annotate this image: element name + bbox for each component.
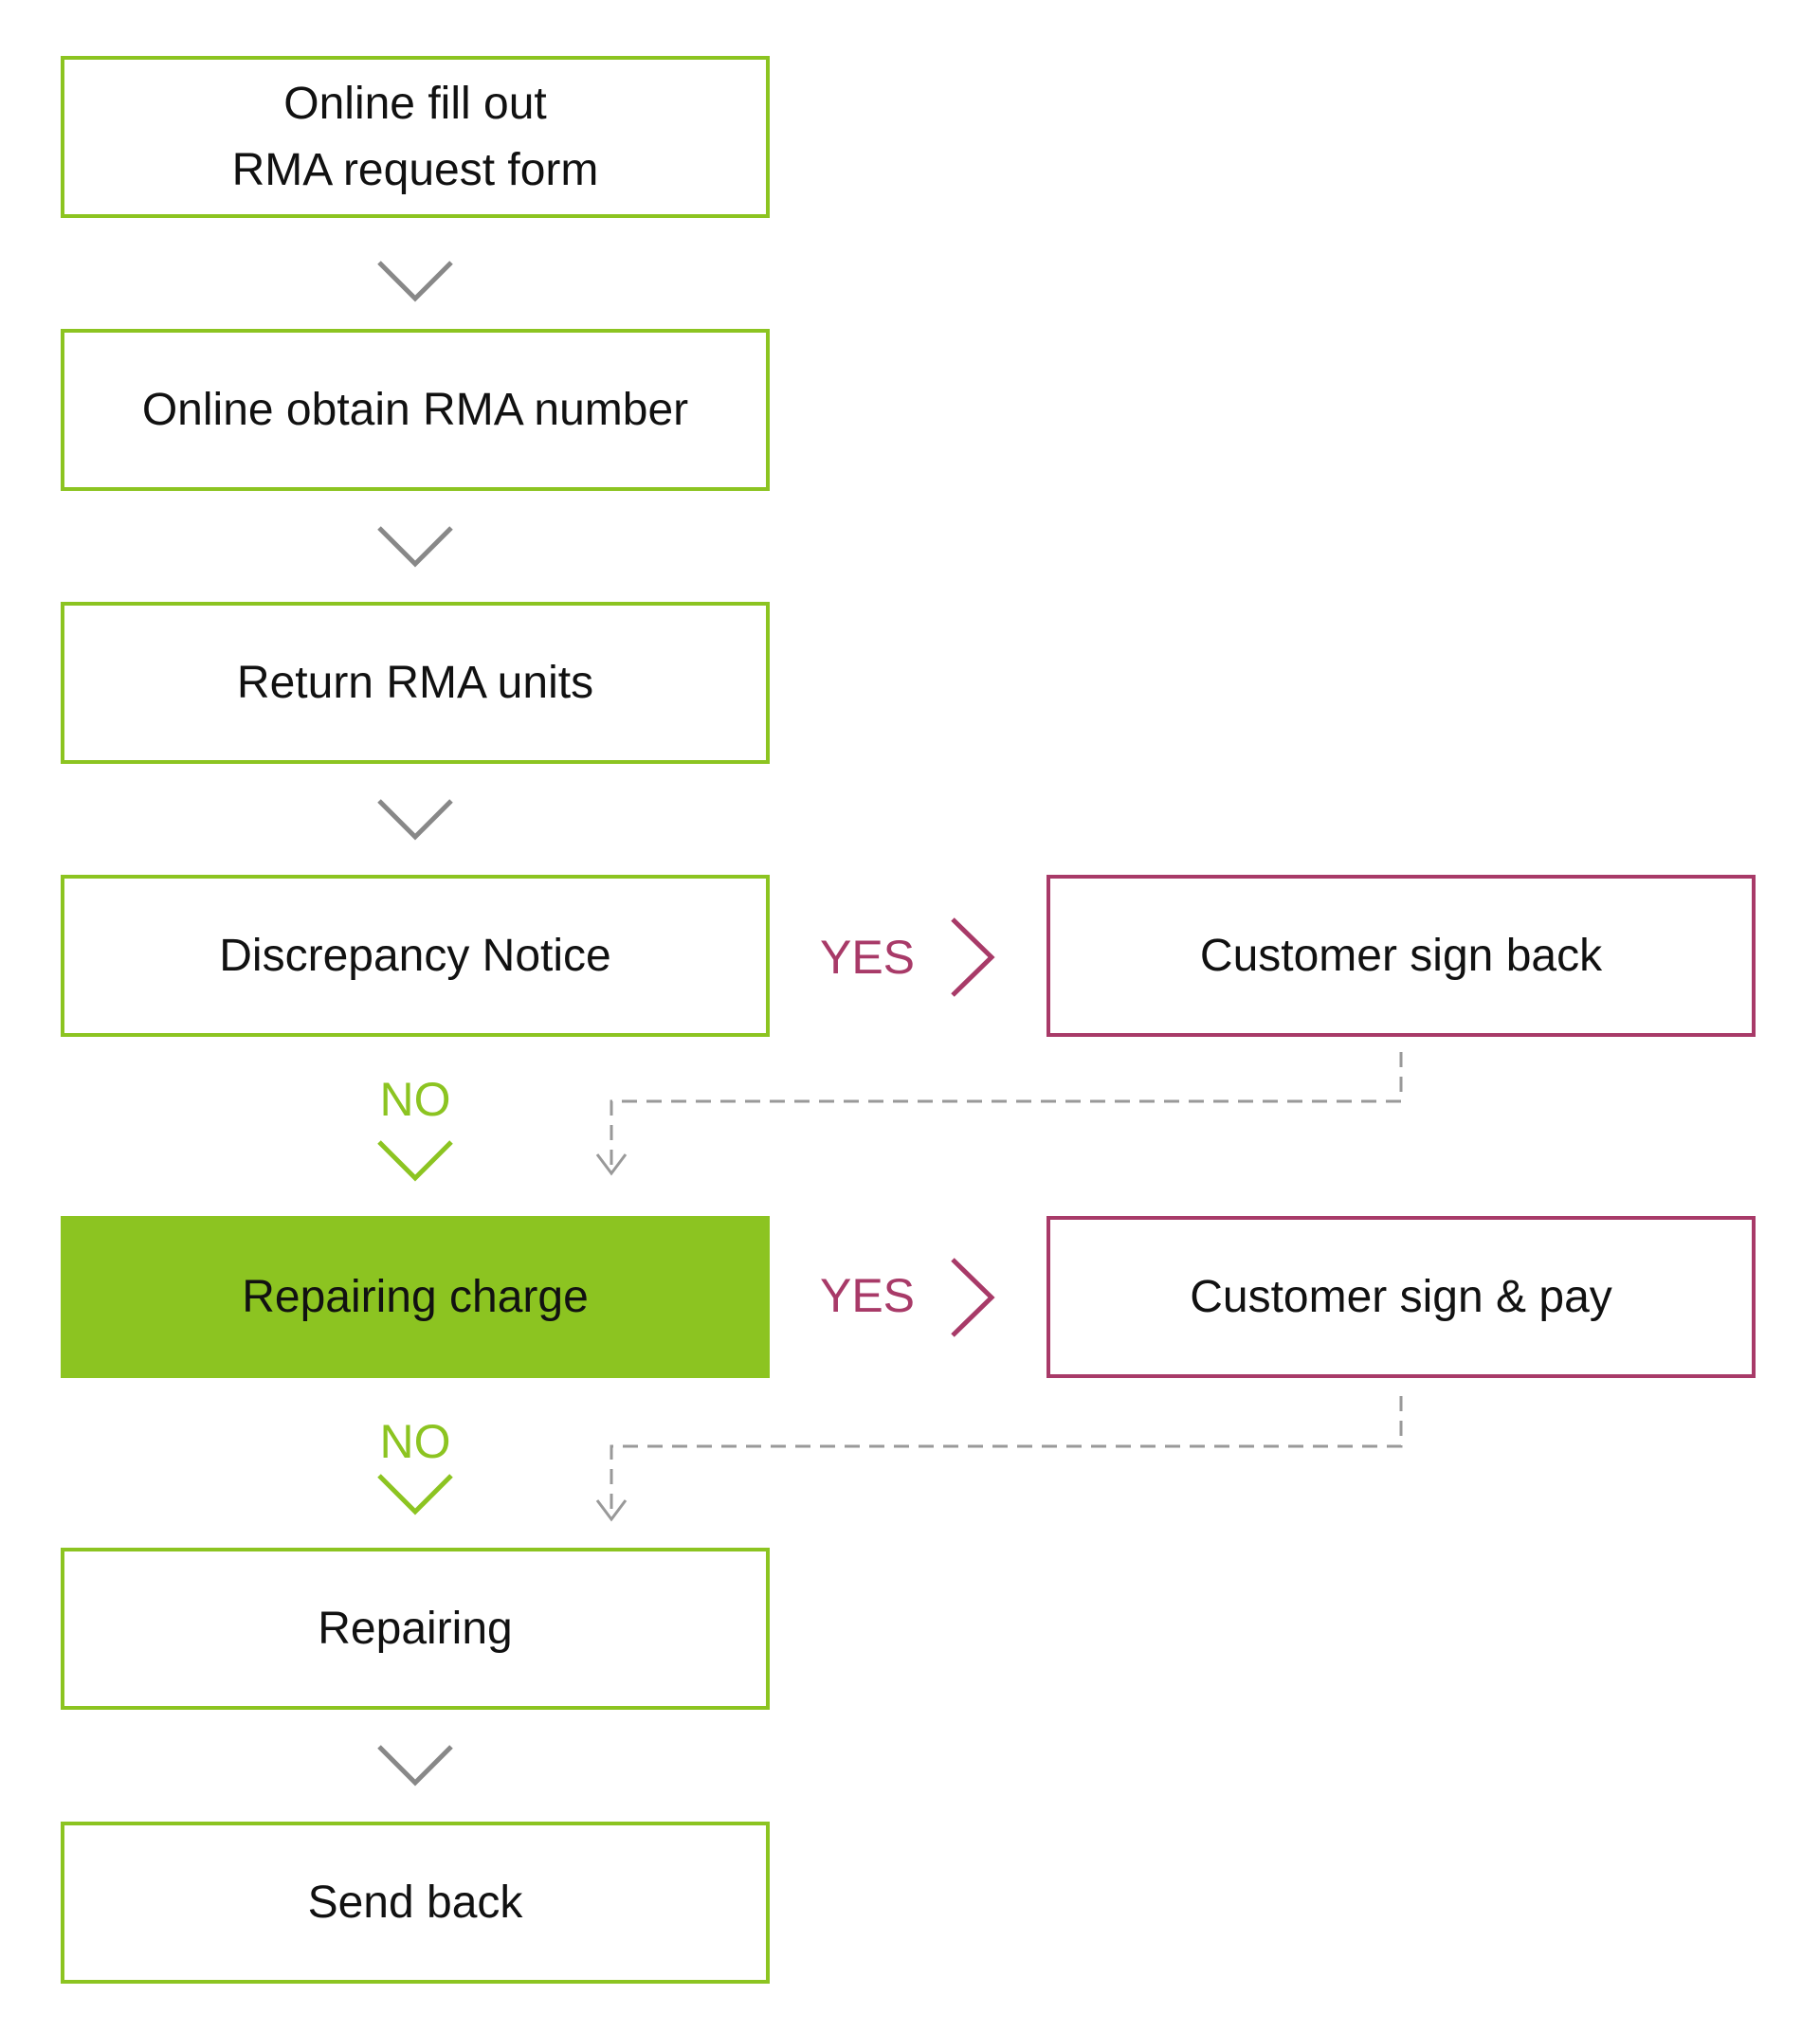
step-repairing-text: Repairing bbox=[318, 1603, 513, 1654]
step-send-back: Send back bbox=[61, 1822, 770, 1984]
step-return-rma-units: Return RMA units bbox=[61, 602, 770, 764]
step-obtain-rma-number-text: Online obtain RMA number bbox=[141, 384, 689, 435]
step-repairing-charge: Repairing charge bbox=[61, 1216, 770, 1378]
step-fill-out-rma-form: Online fill out RMA request form bbox=[61, 56, 770, 218]
chevron-down-icon bbox=[377, 526, 453, 568]
step-discrepancy-notice-text: Discrepancy Notice bbox=[219, 930, 611, 981]
chevron-down-icon bbox=[377, 1140, 453, 1182]
no-label-repairing-charge: NO bbox=[379, 1415, 451, 1468]
step-fill-out-rma-form-text: Online fill out RMA request form bbox=[232, 71, 599, 204]
side-step-customer-sign-pay-text: Customer sign & pay bbox=[1190, 1271, 1612, 1322]
step-text-line-1: Online fill out bbox=[283, 78, 547, 129]
step-repairing-charge-text: Repairing charge bbox=[242, 1271, 589, 1322]
arrow-down-icon bbox=[595, 1499, 628, 1522]
step-discrepancy-notice: Discrepancy Notice bbox=[61, 875, 770, 1037]
arrow-down-icon bbox=[595, 1153, 628, 1176]
chevron-down-icon bbox=[377, 799, 453, 841]
side-step-customer-sign-back-text: Customer sign back bbox=[1199, 930, 1603, 981]
chevron-right-icon bbox=[951, 1258, 995, 1337]
step-repairing: Repairing bbox=[61, 1548, 770, 1710]
step-text-line-2: RMA request form bbox=[231, 144, 599, 195]
chevron-down-icon bbox=[377, 261, 453, 302]
chevron-down-icon bbox=[377, 1745, 453, 1787]
no-label-discrepancy: NO bbox=[379, 1073, 451, 1126]
side-step-customer-sign-back: Customer sign back bbox=[1046, 875, 1756, 1037]
dashed-connector bbox=[610, 1396, 1403, 1516]
step-obtain-rma-number: Online obtain RMA number bbox=[61, 329, 770, 491]
side-step-customer-sign-pay: Customer sign & pay bbox=[1046, 1216, 1756, 1378]
chevron-right-icon bbox=[951, 917, 995, 997]
yes-label-discrepancy: YES bbox=[819, 931, 916, 984]
yes-label-repairing-charge: YES bbox=[819, 1269, 916, 1322]
step-return-rma-units-text: Return RMA units bbox=[236, 657, 594, 708]
dashed-connector bbox=[610, 1052, 1403, 1170]
step-send-back-text: Send back bbox=[307, 1877, 523, 1928]
chevron-down-icon bbox=[377, 1474, 453, 1515]
